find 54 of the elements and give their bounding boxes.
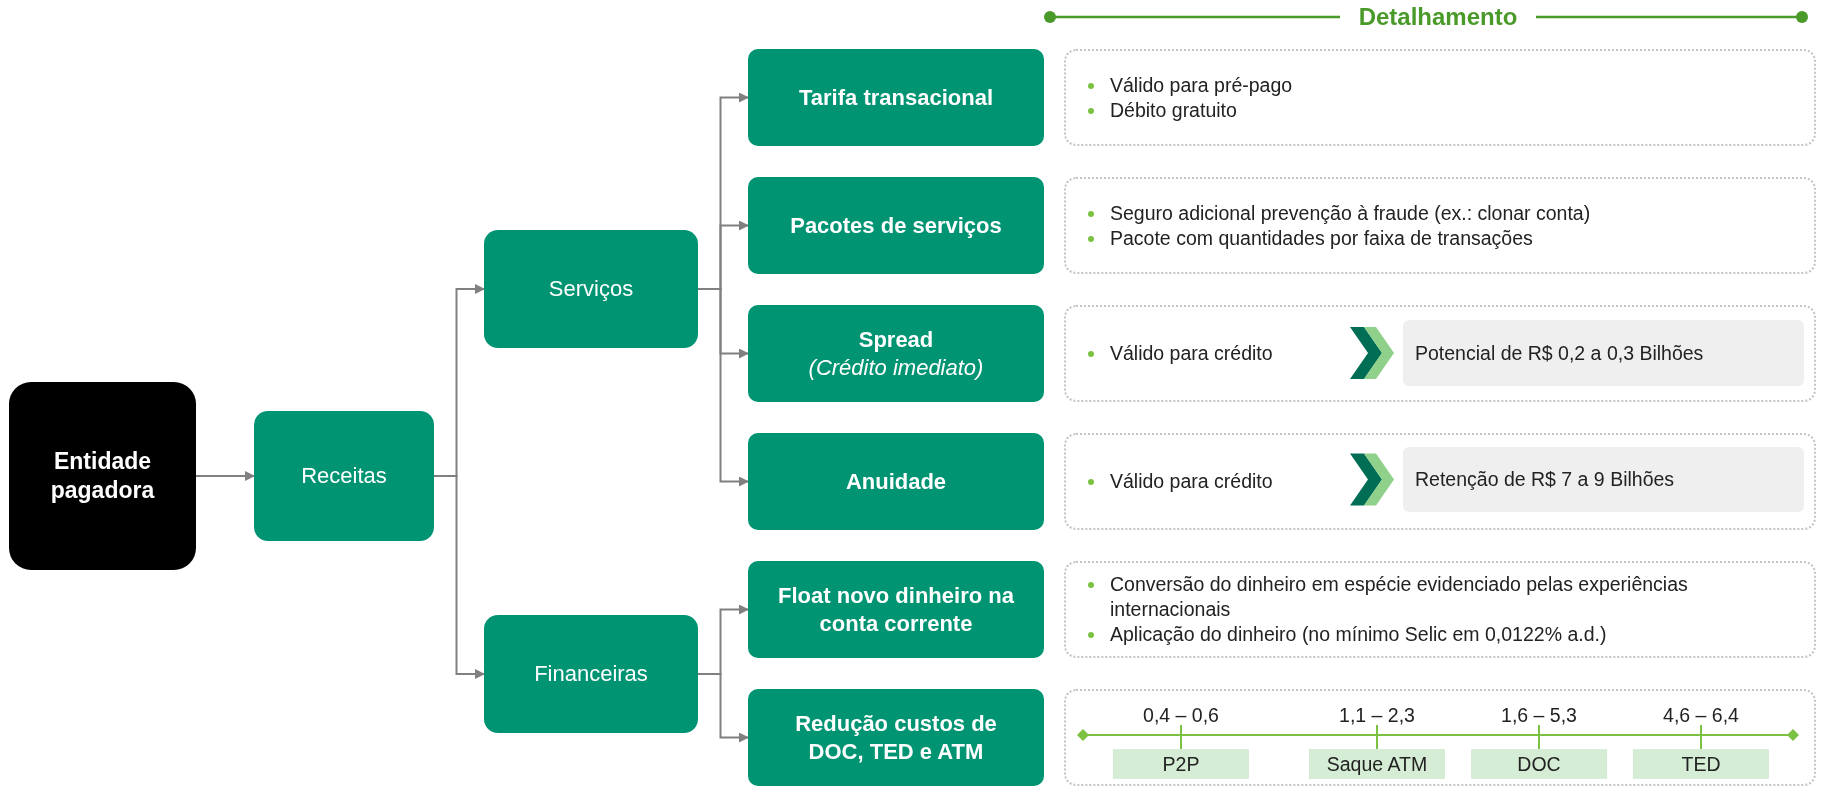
section-heading: Detalhamento: [1358, 3, 1518, 31]
box-label: Retenção de R$ 7 a 9 Bilhões: [1415, 468, 1675, 491]
bullet-text: Aplicação do dinheiro (no mínimo Selic em 0,0122% a.d.): [1110, 621, 1607, 647]
connector-arrow: [433, 475, 485, 679]
item-box: [748, 561, 1044, 658]
bullet-text: Válido para crédito: [1110, 341, 1273, 366]
detail-panel: [1064, 561, 1816, 658]
detail-panel: [1064, 177, 1816, 274]
item-title: Redução custos de DOC, TED e ATM: [794, 710, 998, 765]
range-value: 4,6 – 6,4: [1663, 704, 1739, 727]
item-box: [748, 177, 1044, 274]
box-label: Entidade pagadora: [49, 447, 156, 505]
range-value: 1,6 – 5,3: [1501, 704, 1577, 727]
bullet-text: Pacote com quantidades por faixa de transações: [1110, 225, 1533, 251]
box-label: Receitas: [301, 463, 387, 489]
item-subtitle: (Crédito imediato): [808, 353, 984, 381]
box-label: Financeiras: [534, 661, 648, 687]
box-label: DOC: [1517, 752, 1561, 776]
range-tag: [1113, 749, 1249, 779]
range-tag: [1471, 749, 1607, 779]
range-value: 0,4 – 0,6: [1143, 704, 1219, 727]
entity-box: [9, 382, 196, 570]
range-tag: [1309, 749, 1445, 779]
item-box: [748, 305, 1044, 402]
item-box: [748, 49, 1044, 146]
range-value: 1,1 – 2,3: [1339, 704, 1415, 727]
bullet-text: Válido para pré-pago: [1110, 72, 1293, 98]
connector-arrow: [697, 673, 749, 743]
category-box: [484, 615, 698, 733]
range-tag: [1633, 749, 1769, 779]
detail-panel: [1064, 305, 1816, 402]
item-title: Tarifa transacional: [799, 83, 993, 112]
detail-panel: [1064, 433, 1816, 530]
box-label: TED: [1681, 752, 1721, 776]
item-box: [748, 689, 1044, 786]
timeline-panel: [1064, 689, 1816, 786]
bullet-text: Conversão do dinheiro em espécie evidenciado pelas experiências internacionais: [1110, 572, 1689, 622]
box-label: Potencial de R$ 0,2 a 0,3 Bilhões: [1415, 341, 1704, 365]
connector-arrow: [697, 288, 749, 487]
item-title: Spread: [858, 326, 934, 354]
category-box: [254, 411, 434, 541]
box-label: Serviços: [548, 276, 634, 302]
box-label: Saque ATM: [1326, 752, 1428, 776]
bullet-text: Seguro adicional prevenção à fraude (ex.: clonar conta): [1110, 200, 1591, 226]
box-label: P2P: [1162, 752, 1200, 776]
bullet-text: Débito gratuito: [1110, 97, 1237, 123]
bullet-text: Válido para crédito: [1110, 469, 1273, 494]
category-box: [484, 230, 698, 348]
detail-panel: [1064, 49, 1816, 146]
item-title: Float novo dinheiro na conta corrente: [777, 582, 1015, 637]
item-box: [748, 433, 1044, 530]
item-title: Pacotes de serviços: [790, 211, 1002, 240]
connector-arrow: [195, 471, 255, 481]
item-title: Anuidade: [845, 467, 947, 496]
